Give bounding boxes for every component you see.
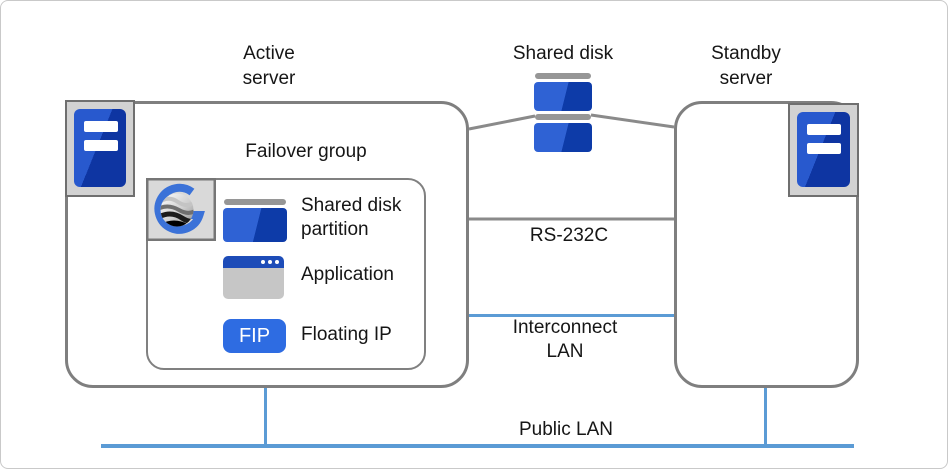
active-server-label-line1: Active xyxy=(243,43,295,64)
active-server-label: Active server xyxy=(198,41,340,91)
failover-group-label: Failover group xyxy=(245,141,367,162)
rs232c-label: RS-232C xyxy=(529,225,609,246)
standby-server-label-line2: server xyxy=(719,68,773,89)
application-window-body xyxy=(223,268,284,299)
standby-server-label: Standby server xyxy=(675,41,817,91)
server-slot-bar xyxy=(84,121,118,132)
window-dots-icon xyxy=(261,260,279,264)
shared-disk-icon xyxy=(534,73,592,152)
public-lan-label: Public LAN xyxy=(519,419,613,440)
floating-ip-label: Floating IP xyxy=(301,324,392,345)
floating-ip-badge: FIP xyxy=(223,319,286,353)
disk-link-left-line xyxy=(468,114,536,131)
server-tower-body xyxy=(797,112,850,187)
shared-disk-label: Shared disk xyxy=(512,43,614,64)
shared-disk-partition-label-line1: Shared disk xyxy=(301,195,402,216)
application-titlebar xyxy=(223,256,284,268)
active-server-label-line2: server xyxy=(242,68,296,89)
standby-server-label-line1: Standby xyxy=(711,43,781,64)
shared-disk-partition-label-line2: partition xyxy=(301,219,369,240)
application-label: Application xyxy=(301,264,394,285)
disk-body xyxy=(534,82,592,111)
interconnect-lan-label: Interconnect LAN xyxy=(485,316,645,364)
server-tower-body xyxy=(74,109,126,187)
interconnect-lan-label-line2: LAN xyxy=(546,341,584,362)
disk-body xyxy=(534,123,592,152)
server-slot-bar xyxy=(807,124,841,135)
server-slot-bar xyxy=(807,143,841,154)
disk-link-right-line xyxy=(590,113,675,129)
interconnect-lan-label-line1: Interconnect xyxy=(512,317,618,338)
disk-cap xyxy=(535,73,591,79)
standby-server-tower-icon xyxy=(788,103,859,197)
server-slot-bar xyxy=(84,140,118,151)
disk-partition-icon xyxy=(223,199,287,242)
disk-cap xyxy=(535,114,591,120)
disk-body xyxy=(223,208,287,242)
application-window-icon xyxy=(223,256,284,299)
shared-disk-partition-label: Shared disk partition xyxy=(301,194,401,242)
cluster-g-globe-logo-icon xyxy=(146,178,216,241)
active-server-tower-icon xyxy=(65,100,135,197)
disk-cap xyxy=(224,199,286,205)
